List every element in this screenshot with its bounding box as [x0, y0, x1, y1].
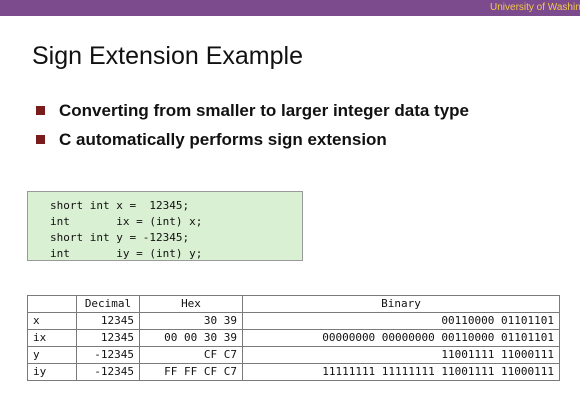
column-header: Decimal — [76, 295, 140, 313]
binary-cell: 00000000 00000000 00110000 01101101 — [242, 329, 560, 347]
code-line: short int x = 12345; — [50, 199, 190, 212]
sign-extension-table: Decimal Hex Binary x 12345 30 39 0011000… — [27, 295, 560, 381]
column-header — [27, 295, 77, 313]
decimal-cell: 12345 — [76, 329, 140, 347]
bullet-list: Converting from smaller to larger intege… — [36, 96, 469, 154]
square-bullet-icon — [36, 135, 45, 144]
hex-cell: 30 39 — [139, 312, 243, 330]
decimal-cell: 12345 — [76, 312, 140, 330]
bullet-text: Converting from smaller to larger intege… — [59, 100, 469, 120]
hex-cell: CF C7 — [139, 346, 243, 364]
table-row: ix 12345 00 00 30 39 00000000 00000000 0… — [27, 329, 560, 347]
table-row: iy -12345 FF FF CF C7 11111111 11111111 … — [27, 363, 560, 381]
binary-cell: 11001111 11000111 — [242, 346, 560, 364]
binary-cell: 00110000 01101101 — [242, 312, 560, 330]
header-bar: University of Washin — [0, 0, 580, 16]
binary-cell: 11111111 11111111 11001111 11000111 — [242, 363, 560, 381]
column-header: Binary — [242, 295, 560, 313]
code-line: int iy = (int) y; — [50, 247, 203, 260]
table-header-row: Decimal Hex Binary — [27, 295, 560, 313]
decimal-cell: -12345 — [76, 346, 140, 364]
var-cell: iy — [27, 363, 77, 381]
decimal-cell: -12345 — [76, 363, 140, 381]
code-box: short int x = 12345; int ix = (int) x; s… — [27, 191, 303, 261]
table-row: y -12345 CF C7 11001111 11000111 — [27, 346, 560, 364]
var-cell: y — [27, 346, 77, 364]
var-cell: ix — [27, 329, 77, 347]
code-line: int ix = (int) x; — [50, 215, 203, 228]
code-line: short int y = -12345; — [50, 231, 190, 244]
institution-label: University of Washin — [490, 2, 580, 13]
column-header: Hex — [139, 295, 243, 313]
hex-cell: FF FF CF C7 — [139, 363, 243, 381]
bullet-item: C automatically performs sign extension — [36, 125, 469, 154]
code-block: short int x = 12345; int ix = (int) x; s… — [50, 198, 202, 262]
hex-cell: 00 00 30 39 — [139, 329, 243, 347]
table-row: x 12345 30 39 00110000 01101101 — [27, 312, 560, 330]
bullet-item: Converting from smaller to larger intege… — [36, 96, 469, 125]
var-cell: x — [27, 312, 77, 330]
bullet-text: C automatically performs sign extension — [59, 129, 387, 149]
slide-title: Sign Extension Example — [32, 42, 303, 70]
square-bullet-icon — [36, 106, 45, 115]
